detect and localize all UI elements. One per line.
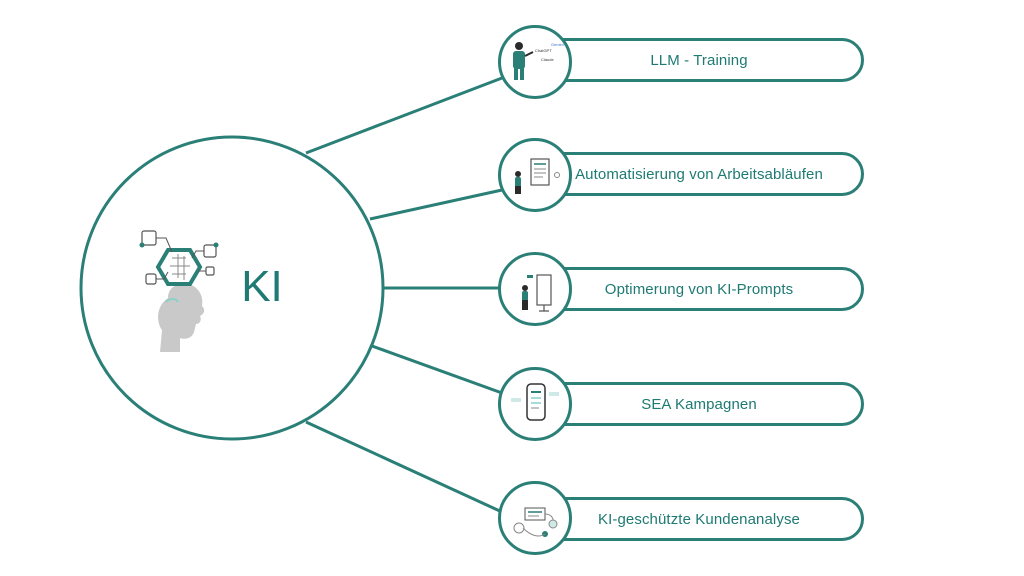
- connector-line-2: [369, 188, 503, 221]
- ai-head-icon: [139, 230, 219, 352]
- presenter-llm-icon: ChatGPT Gemini Claude: [498, 25, 572, 99]
- connector-line-5: [305, 420, 503, 514]
- topic-label: SEA Kampagnen: [641, 395, 757, 413]
- tiny-label-gemini: Gemini: [551, 42, 564, 47]
- customer-analysis-icon: [498, 481, 572, 555]
- topic-label: Automatisierung von Arbeitsabläufen: [575, 165, 823, 183]
- prompt-board-icon: [498, 252, 572, 326]
- tiny-label-chatgpt: ChatGPT: [535, 48, 552, 53]
- workflow-document-icon: [498, 138, 572, 212]
- hub-circle: [79, 135, 385, 441]
- topic-label: Optimerung von KI-Prompts: [604, 280, 794, 298]
- tiny-label-claude: Claude: [541, 57, 554, 62]
- hub-label: KI: [241, 262, 283, 311]
- topic-label: KI-geschützte Kundenanalyse: [598, 510, 800, 528]
- connector-line-1: [305, 76, 503, 155]
- smartphone-ads-icon: [498, 367, 572, 441]
- topic-label: LLM - Training: [650, 51, 748, 69]
- connector-line-4: [371, 344, 503, 395]
